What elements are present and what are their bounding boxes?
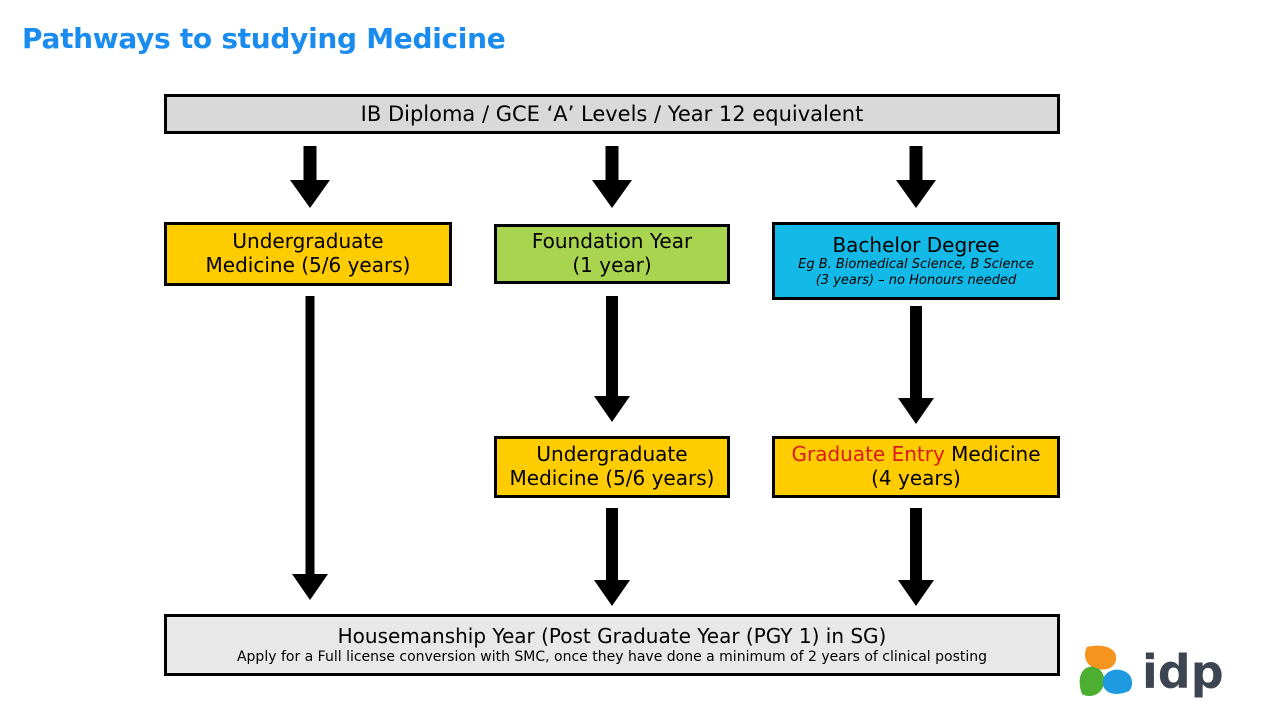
arrow-shaft <box>303 146 317 182</box>
petal-green-icon <box>1079 666 1105 697</box>
arrow-head <box>292 574 328 600</box>
arrow-shaft <box>910 306 922 400</box>
node-line-1: Bachelor Degree <box>832 232 1000 257</box>
node-housemanship-year: Housemanship Year (Post Graduate Year (P… <box>164 614 1060 676</box>
node-undergraduate-medicine-direct: Undergraduate Medicine (5/6 years) <box>164 222 452 286</box>
node-line-2: Apply for a Full license conversion with… <box>236 648 988 665</box>
node-undergraduate-medicine-after-foundation: Undergraduate Medicine (5/6 years) <box>494 436 730 498</box>
node-line-1: Foundation Year <box>531 229 693 254</box>
arrow-head <box>898 398 934 424</box>
node-line-2: (1 year) <box>572 253 652 277</box>
arrow-shaft <box>910 508 922 582</box>
idp-wordmark: idp <box>1142 645 1224 699</box>
arrow-head <box>896 180 936 208</box>
node-line-1-rest: Medicine <box>944 442 1041 467</box>
node-line-1: Graduate Entry Medicine <box>791 443 1040 467</box>
arrow-shaft <box>606 296 618 398</box>
petal-blue-icon <box>1102 669 1133 694</box>
idp-logo-petals <box>1079 645 1133 697</box>
node-line-3: (3 years) – no Honours needed <box>815 272 1017 288</box>
node-line-2: Eg B. Biomedical Science, B Science <box>798 257 1034 273</box>
arrow-shaft <box>909 146 923 182</box>
arrow-shaft <box>605 146 619 182</box>
node-line-1: Undergraduate <box>232 229 384 254</box>
node-foundation-year: Foundation Year (1 year) <box>494 224 730 284</box>
arrow-head <box>592 180 632 208</box>
arrow-entry-to-foundation <box>592 146 632 208</box>
arrow-head <box>898 580 934 606</box>
arrow-bachelor-to-graduate-entry <box>898 306 934 424</box>
arrow-head <box>594 580 630 606</box>
arrow-head <box>594 396 630 422</box>
arrow-shaft <box>305 296 315 576</box>
arrow-head <box>290 180 330 208</box>
arrow-undergraduate-to-housemanship <box>292 296 328 600</box>
node-graduate-entry-medicine: Graduate Entry Medicine (4 years) <box>772 436 1060 498</box>
node-line-1-highlight: Graduate Entry <box>791 442 945 467</box>
arrow-entry-to-undergraduate <box>290 146 330 208</box>
petal-orange-icon <box>1084 645 1117 670</box>
arrow-graduate-entry-to-housemanship <box>898 508 934 606</box>
node-line-2: Medicine (5/6 years) <box>509 466 715 490</box>
node-line-1: Housemanship Year (Post Graduate Year (P… <box>337 623 887 648</box>
node-entry-qualification: IB Diploma / GCE ‘A’ Levels / Year 12 eq… <box>164 94 1060 134</box>
idp-logo: idp <box>1074 638 1224 700</box>
arrow-foundation-to-undergraduate <box>594 296 630 422</box>
node-bachelor-degree: Bachelor Degree Eg B. Biomedical Science… <box>772 222 1060 300</box>
node-line-2: Medicine (5/6 years) <box>205 253 411 277</box>
arrow-shaft <box>606 508 618 582</box>
arrow-undergraduate-mid-to-housemanship <box>594 508 630 606</box>
node-line-1: Undergraduate <box>536 442 688 467</box>
node-line-2: (4 years) <box>871 466 961 490</box>
arrow-entry-to-bachelor <box>896 146 936 208</box>
page-title: Pathways to studying Medicine <box>22 22 506 55</box>
node-entry-label: IB Diploma / GCE ‘A’ Levels / Year 12 eq… <box>360 101 864 126</box>
